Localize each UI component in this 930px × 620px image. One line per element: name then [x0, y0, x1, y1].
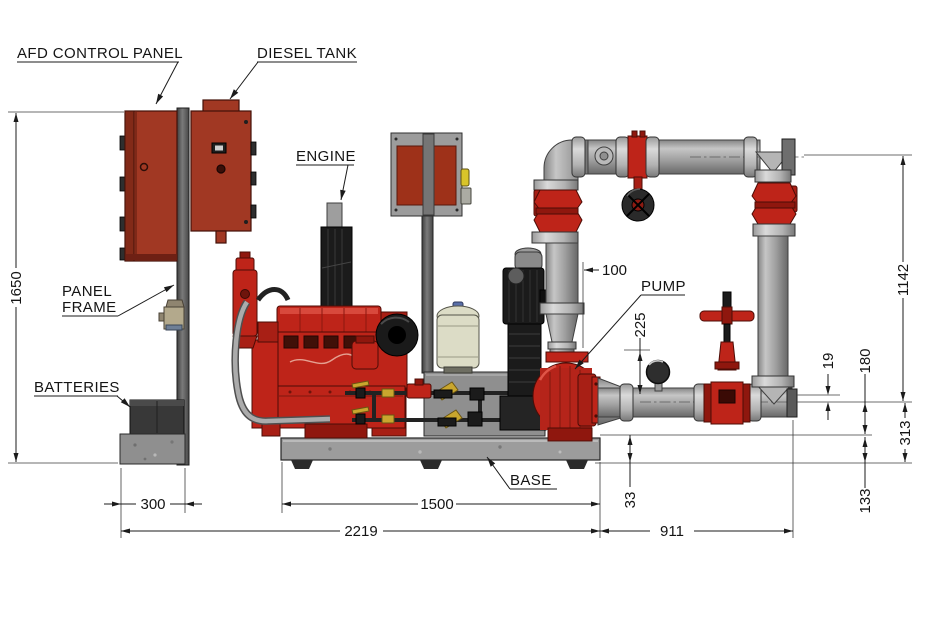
- dim-overall-length: 2219: [121, 523, 600, 540]
- label-diesel-tank: DIESEL TANK: [229, 45, 357, 100]
- label-engine: ENGINE: [296, 148, 356, 201]
- dim-battery-stand-width: 300: [104, 468, 202, 538]
- svg-text:PANEL: PANEL: [62, 283, 112, 300]
- junction-box: [158, 299, 185, 331]
- dim-text: 133: [857, 488, 874, 513]
- dim-text: 2219: [344, 523, 377, 540]
- check-valve-left: [533, 189, 583, 233]
- afd-control-panel: [119, 110, 178, 262]
- dim-text: 180: [857, 348, 874, 373]
- dim-text: 225: [632, 312, 649, 337]
- dim-overall-height: 1650: [8, 111, 124, 464]
- discharge-pipe: [597, 377, 798, 426]
- fuel-filter: [351, 340, 379, 370]
- test-valve: [621, 176, 655, 222]
- svg-text:BATTERIES: BATTERIES: [34, 379, 120, 396]
- dim-text: 19: [820, 353, 837, 370]
- pipe-reducer: [545, 313, 579, 343]
- dimensions: 1650 300 1500 2219: [8, 111, 914, 540]
- dim-text: 300: [140, 496, 165, 513]
- dim-centerline-to-base: 180: [857, 348, 874, 434]
- jockey-pump: [499, 247, 549, 431]
- svg-text:FRAME: FRAME: [62, 299, 117, 316]
- coolant-hose: [231, 299, 331, 425]
- base-foot: [566, 460, 588, 469]
- batteries: [129, 399, 185, 435]
- discharge-riser: [751, 169, 798, 388]
- diesel-tank: [190, 99, 257, 244]
- label-base: BASE: [486, 456, 557, 490]
- tank-drain: [215, 230, 227, 244]
- label-pump: PUMP: [574, 278, 686, 370]
- dim-base-to-ground: 133: [857, 437, 874, 514]
- dim-text: 1650: [8, 271, 25, 304]
- svg-text:ENGINE: ENGINE: [296, 148, 356, 165]
- dim-pipe-offset: 19: [820, 353, 837, 420]
- dim-riser-height: 1142: [895, 156, 912, 401]
- svg-text:PUMP: PUMP: [641, 278, 686, 295]
- exhaust-silencer: [320, 202, 353, 309]
- gate-valve: [699, 291, 755, 425]
- base-skid: [280, 437, 601, 469]
- oil-pan: [304, 423, 368, 439]
- svg-text:DIESEL TANK: DIESEL TANK: [257, 45, 357, 62]
- panel-indicator: [460, 168, 470, 187]
- fuel-valve-handle: [351, 406, 370, 415]
- main-pump: [532, 351, 601, 442]
- labels: AFD CONTROL PANEL DIESEL TANK ENGINE PAN…: [17, 45, 686, 490]
- dim-text: 1500: [420, 496, 453, 513]
- pipe-end-cap: [786, 388, 798, 418]
- expansion-tank: [436, 301, 480, 374]
- label-batteries: BATTERIES: [34, 379, 131, 408]
- svg-text:AFD CONTROL PANEL: AFD CONTROL PANEL: [17, 45, 183, 62]
- battery-plinth: [119, 433, 186, 465]
- aux-panel-post: [421, 214, 434, 374]
- panel-frame-post: [176, 107, 190, 466]
- fuel-valve-handle: [351, 380, 370, 389]
- dim-text: 911: [660, 523, 684, 540]
- tank-filler-cap: [202, 99, 240, 113]
- label-panel-frame: PANEL FRAME: [62, 283, 175, 317]
- dim-text: 33: [622, 492, 639, 509]
- label-afd-control-panel: AFD CONTROL PANEL: [17, 45, 183, 105]
- base-foot: [291, 460, 313, 469]
- dim-text: 100: [602, 262, 627, 279]
- dim-text: 1142: [895, 264, 912, 296]
- dim-centerline-to-ground: 313: [897, 403, 914, 462]
- dim-suction-size: 100: [582, 262, 627, 348]
- base-foot: [420, 460, 442, 469]
- aux-control-panel: [390, 132, 472, 217]
- check-valve-right: [751, 182, 798, 225]
- svg-text:BASE: BASE: [510, 472, 552, 489]
- header-red-fitting: [627, 135, 648, 179]
- dim-text: 313: [897, 420, 914, 445]
- dim-discharge-run: 911: [600, 420, 794, 540]
- header-pipe: [571, 130, 806, 179]
- pressure-gauge: [645, 359, 671, 392]
- fuel-lift-pump: [406, 383, 432, 399]
- dim-discharge-height: 225: [624, 312, 650, 394]
- dim-foot-height: 33: [622, 435, 639, 508]
- dim-base-length: 1500: [281, 462, 601, 538]
